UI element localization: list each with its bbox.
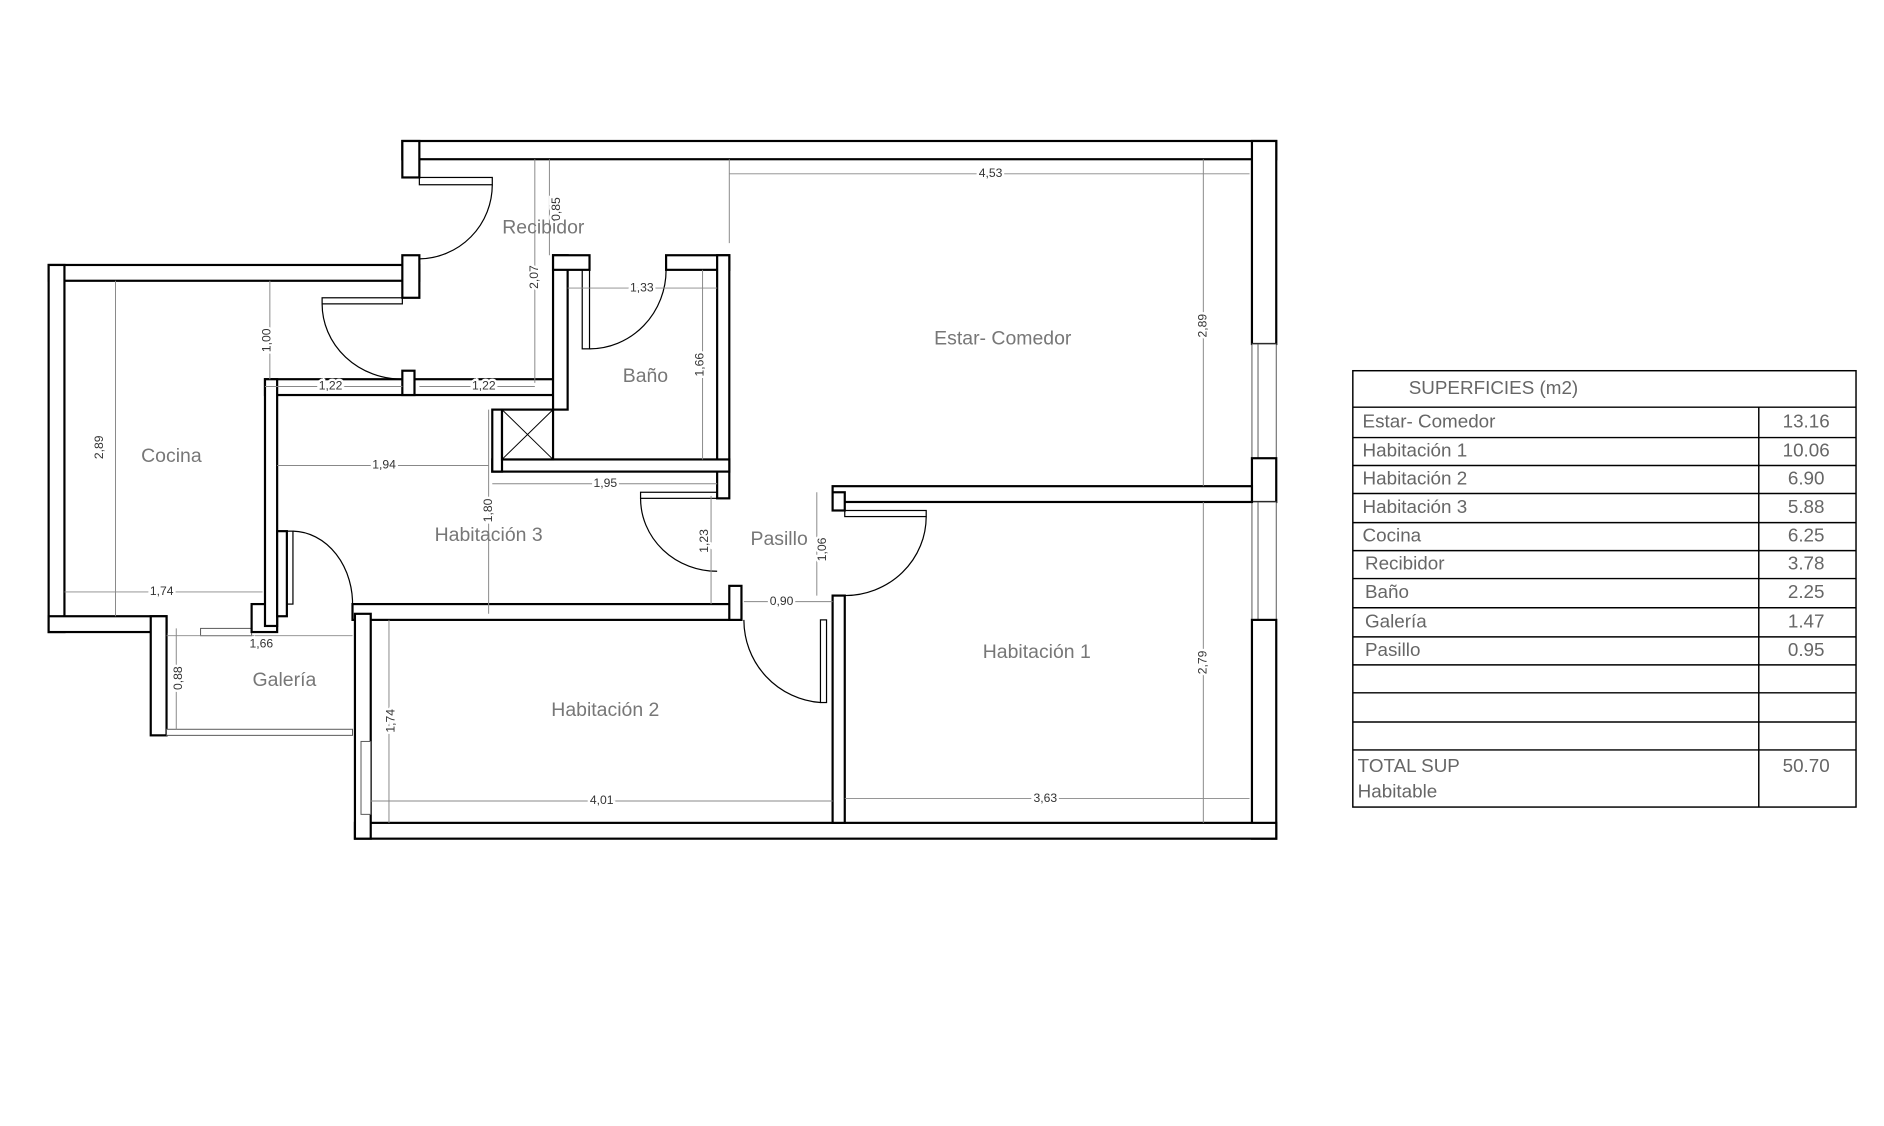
dim-hab3-right: 1,95 (593, 476, 617, 490)
row-value: 13.16 (1783, 410, 1830, 431)
table-title: SUPERFICIES (m2) (1409, 377, 1578, 398)
table-row: Habitación 1 10.06 (1363, 440, 1830, 461)
row-name: Recibidor (1365, 553, 1445, 574)
row-value: 2.25 (1788, 581, 1825, 602)
room-estar-comedor: Estar- Comedor (934, 327, 1072, 349)
entry-door (418, 176, 493, 260)
row-value: 10.06 (1783, 440, 1830, 461)
room-labels: Recibidor Estar- Comedor Baño Cocina Hab… (141, 217, 1091, 722)
dim-hab1-door-offset: 0,90 (770, 594, 794, 608)
dim-bano-width: 1,33 (630, 280, 654, 294)
room-pasillo: Pasillo (750, 528, 807, 550)
window (1251, 343, 1277, 459)
room-habitacion-1: Habitación 1 (983, 641, 1091, 663)
dim-hab3-width: 1,94 (372, 458, 396, 472)
row-name: Galería (1365, 610, 1427, 631)
hab3-door (639, 491, 718, 572)
hab2-door (743, 619, 828, 704)
dim-recibidor-w1: 1,22 (319, 379, 343, 393)
room-cocina: Cocina (141, 445, 202, 467)
dim-hab1-depth: 2,79 (1196, 650, 1210, 674)
dim-hab2-width: 4,01 (590, 793, 614, 807)
row-name: Habitación 2 (1363, 467, 1468, 488)
dim-recibidor-top: 0,85 (549, 197, 563, 221)
dim-estar-depth: 2,89 (1196, 314, 1210, 338)
row-name: Habitación 1 (1363, 440, 1468, 461)
row-name: Baño (1365, 581, 1409, 602)
table-row: Habitación 2 6.90 (1363, 467, 1825, 488)
dim-hab1-width: 3,63 (1033, 791, 1057, 805)
doors (286, 176, 927, 704)
dim-recibidor-w2: 1,22 (472, 379, 496, 393)
dim-pasillo-depth: 1,06 (815, 537, 829, 561)
row-name: Cocina (1363, 525, 1422, 546)
room-habitacion-3: Habitación 3 (435, 524, 543, 546)
row-value: 6.90 (1788, 467, 1825, 488)
window (1251, 501, 1277, 621)
row-name: Estar- Comedor (1363, 410, 1496, 431)
dim-galeria-depth: 0,88 (171, 666, 185, 690)
dim-recibidor-depth: 2,07 (527, 265, 541, 289)
total-value: 50.70 (1783, 755, 1830, 776)
window (200, 627, 253, 637)
dim-hab3-depth: 1,80 (481, 498, 495, 522)
window (360, 740, 372, 815)
room-galeria: Galería (253, 669, 317, 691)
galeria-door (286, 530, 354, 608)
total-label-sub: Habitable (1358, 780, 1438, 801)
dim-estar-width: 4,53 (979, 166, 1003, 180)
kitchen-door (321, 297, 403, 380)
hab1-door (844, 509, 927, 597)
row-value: 0.95 (1788, 639, 1825, 660)
dimension-lines: 4,53 2,89 2,79 3,63 4,01 1,74 0,90 1,06 … (64, 159, 1250, 823)
table-row: Cocina 6.25 (1363, 525, 1825, 546)
table-row: Pasillo 0.95 (1365, 639, 1825, 660)
row-value: 3.78 (1788, 553, 1825, 574)
table-row: Baño 2.25 (1365, 581, 1825, 602)
row-value: 5.88 (1788, 496, 1825, 517)
table-row: Habitación 3 5.88 (1363, 496, 1825, 517)
row-value: 1.47 (1788, 610, 1825, 631)
row-name: Habitación 3 (1363, 496, 1468, 517)
surface-table: SUPERFICIES (m2) Estar- Comedor 13.16Habi… (1352, 369, 1857, 808)
table-row: Estar- Comedor 13.16 (1363, 410, 1830, 431)
room-recibidor: Recibidor (502, 217, 585, 239)
bathroom-door (581, 269, 667, 350)
dim-pasillo-h3: 1,23 (697, 529, 711, 553)
dim-hab2-depth: 1,74 (384, 709, 398, 733)
dim-bano-depth: 1,66 (692, 353, 706, 377)
room-habitacion-2: Habitación 2 (551, 699, 659, 721)
dim-cocina-width: 1,74 (150, 584, 174, 598)
row-name: Pasillo (1365, 639, 1420, 660)
table-row: Recibidor 3.78 (1365, 553, 1825, 574)
window (166, 728, 353, 736)
room-bano: Baño (623, 365, 668, 387)
table-row: Galería 1.47 (1365, 610, 1825, 631)
row-value: 6.25 (1788, 525, 1825, 546)
total-label: TOTAL SUP (1358, 755, 1460, 776)
dim-cocina-depth: 2,89 (92, 435, 106, 459)
walls (47, 139, 1278, 840)
dim-galeria-width: 1,66 (250, 636, 274, 650)
dim-recibidor-left: 1,00 (260, 328, 274, 352)
